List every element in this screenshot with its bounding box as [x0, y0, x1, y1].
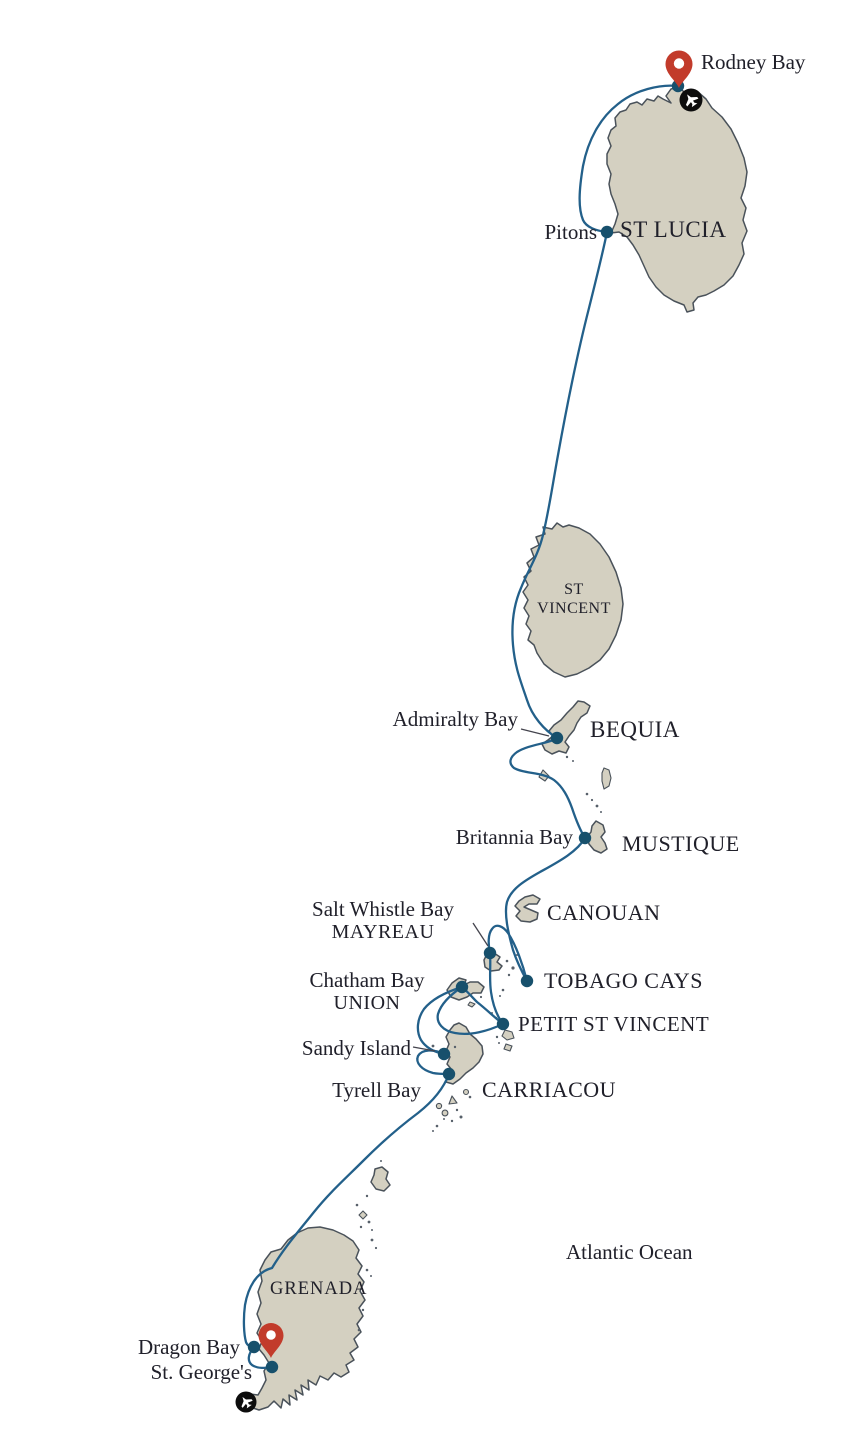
petite-martinique-islet	[503, 1043, 513, 1052]
port-markers	[247, 79, 685, 1374]
label-sandy-island: Sandy Island	[301, 1036, 411, 1060]
label-union-group: Chatham Bay UNION	[272, 969, 462, 1014]
label-st-lucia: ST LUCIA	[620, 217, 727, 242]
label-mayreau: MAYREAU	[331, 921, 435, 944]
isle-a-quatre-islet	[601, 767, 612, 790]
mayreau-dot	[483, 946, 497, 960]
label-canouan: CANOUAN	[547, 900, 661, 925]
label-grenada: GRENADA	[270, 1279, 368, 1299]
route-tyrell-to-grenada	[242, 1072, 451, 1349]
label-pitons: Pitons	[544, 220, 597, 244]
airport-icons	[235, 88, 703, 1413]
label-connectors	[412, 728, 550, 1052]
bequia-island	[541, 700, 591, 755]
label-st-vincent: ST VINCENT	[524, 580, 624, 618]
st-georges-pin-icon	[258, 1323, 284, 1358]
mustique-island	[586, 820, 608, 854]
st-vincent-island	[522, 522, 624, 678]
grenada-airplane-icon	[235, 1391, 257, 1413]
label-bequia: BEQUIA	[590, 717, 680, 742]
route-union-to-sandy-island	[416, 985, 464, 1056]
label-chatham-bay: Chatham Bay	[309, 968, 425, 992]
label-st-vincent-line1: ST	[564, 581, 584, 598]
label-mustique: MUSTIQUE	[622, 831, 740, 856]
carriacou-island	[445, 1022, 484, 1085]
st-lucia-airplane-icon	[679, 88, 703, 112]
salt-whistle-bay-connector	[472, 922, 489, 947]
tyrell-bay-dot	[442, 1067, 456, 1081]
rodney-bay-pin-icon	[665, 50, 693, 88]
label-atlantic-ocean: Atlantic Ocean	[566, 1240, 693, 1264]
label-rodney-bay: Rodney Bay	[701, 50, 806, 74]
label-tyrell-bay: Tyrell Bay	[332, 1078, 421, 1102]
label-st-vincent-line2: VINCENT	[537, 600, 611, 617]
st-lucia-island	[606, 86, 748, 313]
carriacou-south-triangle-islet	[448, 1095, 458, 1105]
admiralty-bay-connector	[520, 728, 550, 737]
grenada-island	[244, 1226, 366, 1411]
dragon-bay-dot	[247, 1340, 261, 1354]
route-union-psv-loop	[436, 985, 505, 1035]
label-union: UNION	[333, 992, 401, 1015]
label-britannia-bay: Britannia Bay	[455, 825, 573, 849]
canouan-island	[514, 894, 541, 923]
label-salt-whistle-bay: Salt Whistle Bay	[312, 897, 454, 921]
petit-st-vincent-dot	[496, 1017, 510, 1031]
route-pins	[258, 50, 693, 1358]
britannia-bay-dot	[578, 831, 592, 845]
pitons-dot	[600, 225, 614, 239]
islands	[244, 86, 748, 1411]
sandy-island-connector	[412, 1046, 436, 1052]
label-tobago-cays: TOBAGO CAYS	[544, 968, 703, 993]
label-petit-st-vincent: PETIT ST VINCENT	[518, 1012, 710, 1036]
psv-islet	[501, 1029, 515, 1041]
ronde-island	[370, 1166, 391, 1192]
sandy-island-dot	[437, 1047, 451, 1061]
label-mayreau-group: Salt Whistle Bay MAYREAU	[288, 898, 478, 943]
label-st-georges: St. George's	[150, 1360, 252, 1384]
label-admiralty-bay: Admiralty Bay	[392, 707, 518, 731]
chatham-bay-dot	[455, 980, 469, 994]
label-carriacou: CARRIACOU	[482, 1077, 617, 1102]
st-georges-dot	[265, 1360, 279, 1374]
admiralty-bay-dot	[550, 731, 564, 745]
tobago-cays-dot	[520, 974, 534, 988]
label-dragon-bay: Dragon Bay	[137, 1335, 240, 1359]
union-south-islet	[467, 1001, 476, 1008]
